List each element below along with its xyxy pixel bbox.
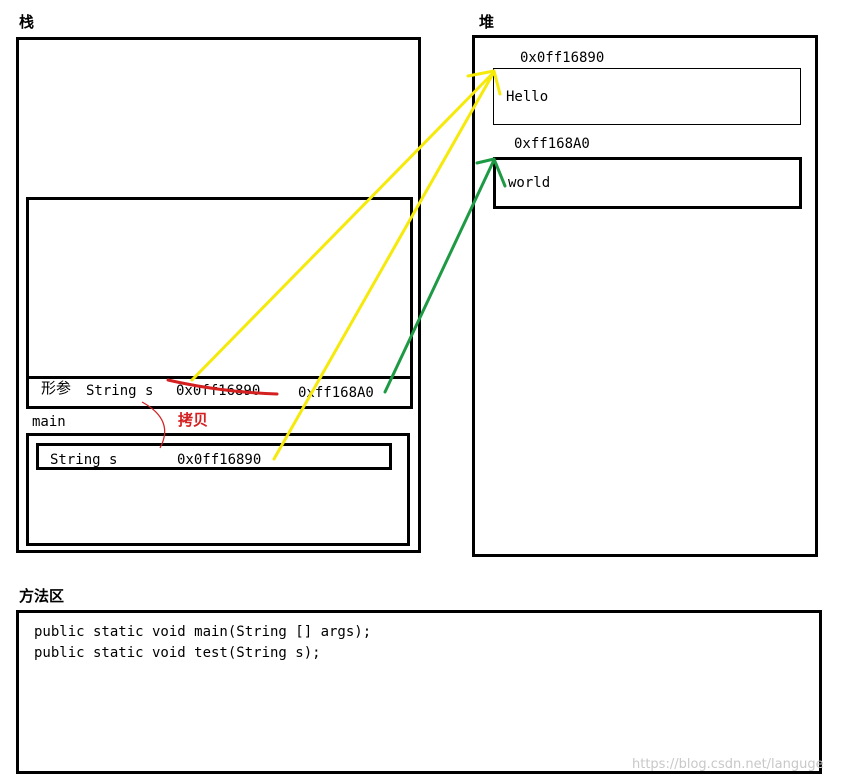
copy-curve [141,401,166,449]
method-area-region [16,610,822,774]
param-var-text: String s [86,383,154,399]
stack-title: 栈 [19,13,35,31]
yellow-arrow-param [190,70,496,382]
main-var-row [36,443,392,470]
main-var-address: 0x0ff16890 [177,452,262,468]
param-label: 形参 [41,379,72,397]
heap-region [472,35,818,557]
heap-object-1-value: Hello [506,89,549,105]
heap-object-1 [493,68,801,125]
copy-label: 拷贝 [178,411,209,429]
main-var-text: String s [50,452,118,468]
test-frame-param-row [26,376,413,409]
method-area-title: 方法区 [19,587,65,605]
main-frame [26,433,410,546]
heap-object-2-address: 0xff168A0 [514,136,590,152]
heap-title: 堆 [479,13,495,31]
watermark: https://blog.csdn.net/languge [632,757,824,772]
heap-object-2 [493,157,802,209]
method-line-test: public static void test(String s); [34,645,321,661]
yellow-arrowhead [466,69,502,96]
main-frame-title: main [32,414,66,430]
green-arrowhead [475,157,507,188]
green-arrow [383,158,496,394]
heap-object-1-address: 0x0ff16890 [520,50,605,66]
yellow-arrow-main [272,70,496,461]
strike-line [166,378,279,396]
stack-region [16,37,421,553]
heap-object-2-value: world [508,175,551,191]
param-new-address: 0xff168A0 [298,385,374,401]
method-line-main: public static void main(String [] args); [34,624,372,640]
